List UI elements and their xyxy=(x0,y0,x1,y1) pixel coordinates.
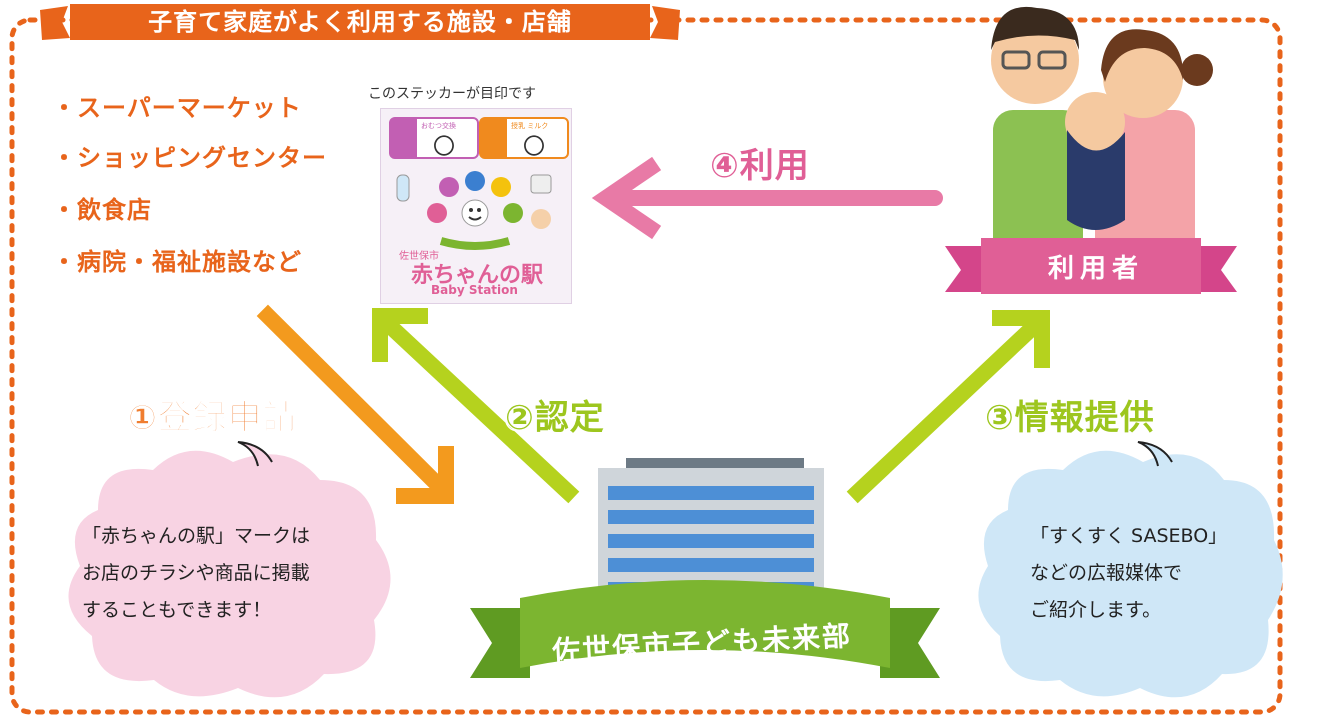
sticker-title: 赤ちゃんの駅 xyxy=(411,263,544,288)
milk-label: 授乳 ミルク xyxy=(511,122,549,130)
diaper-icon xyxy=(391,119,417,157)
baby-station-sticker: おむつ交換 〇 授乳 ミルク 〇 佐世保市 赤ちゃんの駅 Baby Statio… xyxy=(380,108,572,304)
arrow-inform xyxy=(846,310,1050,504)
smiley-faces-illustration xyxy=(396,171,552,250)
step-certify-label: ②認定 xyxy=(505,398,605,438)
step-register-label: ①登録申請 xyxy=(128,398,298,439)
left-cloud-line-1: 「赤ちゃんの駅」マークは xyxy=(82,525,311,547)
sticker-subtitle: Baby Station xyxy=(431,283,518,297)
facility-item-restaurant: ・飲食店 xyxy=(52,196,152,224)
step-inform-label: ③情報提供 xyxy=(985,398,1155,438)
step-use-label: ④利用 xyxy=(710,146,810,186)
milk-box: 授乳 ミルク 〇 xyxy=(479,117,569,160)
arrow-certify xyxy=(372,308,580,504)
milk-mark: 〇 xyxy=(523,135,546,160)
header-ribbon xyxy=(40,6,680,40)
arrow-register xyxy=(256,304,454,504)
dept-ribbon xyxy=(470,580,940,678)
facility-item-supermarket: ・スーパーマーケット xyxy=(52,94,302,122)
user-ribbon-label: 利用者 xyxy=(1048,254,1145,284)
diaper-label: おむつ交換 xyxy=(421,122,456,130)
right-cloud-line-3: ご紹介します。 xyxy=(1030,599,1162,621)
facility-item-shopping-center: ・ショッピングセンター xyxy=(52,144,327,172)
left-speech-cloud xyxy=(68,441,391,698)
header-title: 子育て家庭がよく利用する施設・店舗 xyxy=(70,4,650,40)
bottle-icon xyxy=(481,119,507,157)
facility-item-hospital: ・病院・福祉施設など xyxy=(52,248,302,276)
diaper-mark: 〇 xyxy=(433,135,456,160)
arrow-use xyxy=(591,156,943,240)
sticker-city: 佐世保市 xyxy=(399,251,439,262)
user-ribbon xyxy=(945,238,1237,294)
right-speech-cloud xyxy=(978,441,1283,698)
sticker-caption: このステッカーが目印です xyxy=(368,86,536,102)
diaper-box: おむつ交換 〇 xyxy=(389,117,479,160)
right-cloud-line-2: などの広報媒体で xyxy=(1030,562,1183,584)
family-illustration xyxy=(991,6,1213,260)
left-cloud-line-2: お店のチラシや商品に掲載 xyxy=(82,562,310,584)
right-cloud-line-1: 「すくすく SASEBO」 xyxy=(1030,525,1228,547)
left-cloud-line-3: することもできます！ xyxy=(82,599,272,621)
